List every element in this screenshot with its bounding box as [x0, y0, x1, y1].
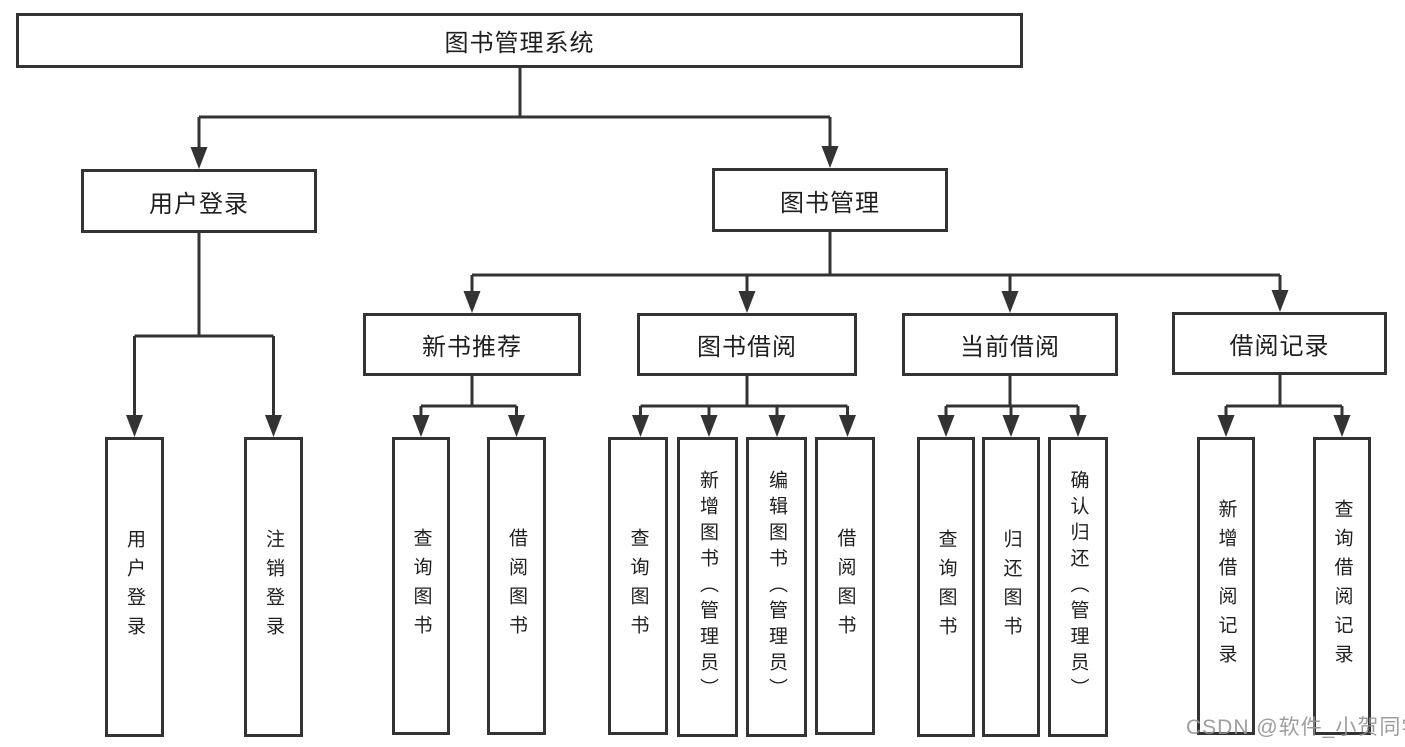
leaf-add-books-admin: 新增图书（管理员） — [677, 437, 738, 737]
node-root-library-system: 图书管理系统 — [16, 13, 1023, 68]
node-user-login: 用户登录 — [81, 169, 317, 233]
connector-stems — [133, 68, 1344, 420]
leaf-query-books-recommend: 查询图书 — [392, 437, 450, 735]
leaf-query-books-current: 查询图书 — [917, 437, 975, 737]
leaf-query-borrow-record: 查询借阅记录 — [1313, 437, 1371, 735]
csdn-watermark: CSDN @软件_小贺同学 — [1186, 716, 1405, 739]
leaf-borrow-books: 借阅图书 — [815, 437, 875, 735]
node-borrow-records: 借阅记录 — [1172, 312, 1387, 375]
leaf-edit-books-admin: 编辑图书（管理员） — [746, 437, 807, 737]
leaf-query-books-borrow: 查询图书 — [608, 437, 668, 735]
leaf-add-borrow-record: 新增借阅记录 — [1197, 437, 1255, 735]
leaf-user-login: 用户登录 — [105, 437, 164, 737]
node-book-borrow: 图书借阅 — [637, 313, 857, 376]
node-current-borrow: 当前借阅 — [902, 313, 1118, 376]
leaf-return-books: 归还图书 — [982, 437, 1040, 737]
leaf-logout: 注销登录 — [244, 437, 303, 737]
leaf-borrow-books-recommend: 借阅图书 — [487, 437, 546, 735]
node-book-management: 图书管理 — [712, 168, 948, 232]
node-new-book-recommend: 新书推荐 — [363, 313, 581, 376]
leaf-confirm-return-admin: 确认归还（管理员） — [1048, 437, 1108, 737]
